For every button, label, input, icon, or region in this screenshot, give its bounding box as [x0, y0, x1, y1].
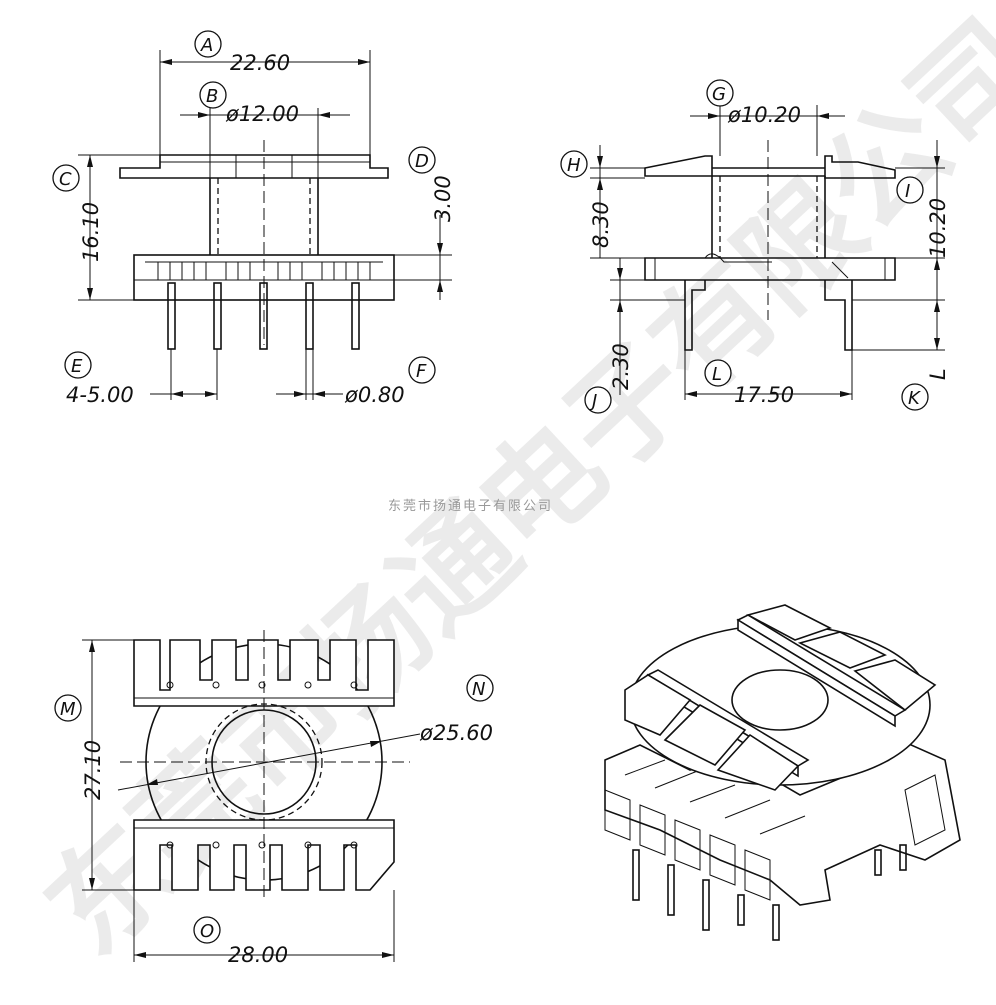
- dim-K-value: L: [926, 368, 950, 380]
- label-J: J: [589, 391, 597, 412]
- dim-H-value: 8.30: [589, 201, 613, 248]
- dim-A-value: 22.60: [230, 51, 290, 75]
- front-view: 22.60 A ø12.00 B 16.10 C 3.00 D 4-5.00: [52, 30, 455, 407]
- label-M: M: [60, 699, 76, 720]
- isometric-view: [604, 604, 961, 941]
- dim-G-value: ø10.20: [727, 103, 801, 127]
- dim-E-value: 4-5.00: [66, 383, 134, 407]
- dim-F-value: ø0.80: [344, 383, 405, 407]
- label-H: H: [567, 155, 581, 176]
- dim-L-value: 17.50: [734, 383, 794, 407]
- dim-J-value: 2.30: [609, 343, 633, 390]
- dim-N-value: ø25.60: [419, 721, 493, 745]
- label-E: E: [71, 356, 83, 377]
- label-D: D: [415, 151, 429, 172]
- dim-C-value: 16.10: [79, 202, 103, 262]
- label-A: A: [200, 35, 213, 56]
- label-B: B: [206, 86, 218, 107]
- dim-D-value: 3.00: [431, 175, 455, 222]
- label-O: O: [200, 921, 214, 942]
- side-view: ø10.20 G H 8.30 10.20 I 2.30 J L: [560, 79, 950, 414]
- dim-I-value: 10.20: [926, 198, 950, 258]
- dim-M-value: 27.10: [81, 740, 105, 800]
- label-N: N: [472, 679, 485, 700]
- label-K: K: [908, 388, 921, 409]
- watermark-center-text: 东莞市扬通电子有限公司: [388, 498, 553, 514]
- top-view: 27.10 M ø25.60 N 28.00 O: [54, 630, 494, 967]
- dim-O-value: 28.00: [228, 943, 288, 967]
- label-C: C: [59, 169, 72, 190]
- dim-B-value: ø12.00: [225, 102, 299, 126]
- label-F: F: [416, 361, 427, 382]
- label-G: G: [712, 84, 726, 105]
- label-I: I: [905, 181, 910, 202]
- label-L: L: [712, 364, 722, 385]
